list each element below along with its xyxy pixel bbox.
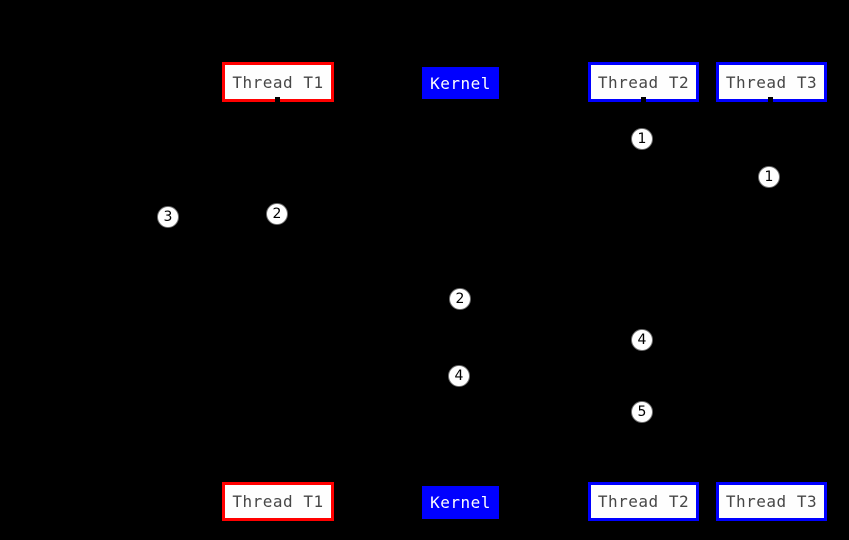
lifeline-thread-t2 bbox=[642, 102, 644, 482]
participant-label: Thread T1 bbox=[232, 72, 324, 92]
participant-thread-t3-bottom: Thread T3 bbox=[716, 482, 827, 521]
participant-label: Kernel bbox=[430, 493, 491, 512]
participant-label: Thread T1 bbox=[232, 492, 324, 511]
lifeline-notch bbox=[275, 97, 280, 104]
lifeline-notch bbox=[275, 477, 280, 484]
lifeline-thread-t1 bbox=[277, 102, 279, 482]
participant-label: Thread T3 bbox=[725, 72, 818, 92]
participant-label: Thread T3 bbox=[725, 492, 818, 511]
lifeline-thread-t3 bbox=[770, 102, 772, 482]
message-number-badge: 2 bbox=[449, 288, 471, 310]
participant-label: Thread T2 bbox=[597, 492, 690, 511]
message-number-badge: 2 bbox=[266, 203, 288, 225]
participant-kernel-bottom: Kernel bbox=[422, 486, 499, 519]
participant-kernel-top: Kernel bbox=[422, 67, 499, 99]
lifeline-notch bbox=[641, 477, 646, 484]
lifeline-notch bbox=[768, 477, 773, 484]
participant-label: Thread T2 bbox=[597, 72, 690, 92]
lifeline-notch bbox=[641, 97, 646, 104]
message-number-badge: 4 bbox=[631, 329, 653, 351]
participant-thread-t1-top: Thread T1 bbox=[222, 62, 334, 102]
participant-thread-t3-top: Thread T3 bbox=[716, 62, 827, 102]
message-number-badge: 3 bbox=[157, 206, 179, 228]
message-number-badge: 4 bbox=[448, 365, 470, 387]
message-number-badge: 5 bbox=[631, 401, 653, 423]
lifeline-notch bbox=[768, 97, 773, 104]
message-number-badge: 1 bbox=[758, 166, 780, 188]
participant-thread-t2-top: Thread T2 bbox=[588, 62, 699, 102]
participant-thread-t1-bottom: Thread T1 bbox=[222, 482, 334, 521]
participant-label: Kernel bbox=[430, 73, 491, 93]
participant-thread-t2-bottom: Thread T2 bbox=[588, 482, 699, 521]
message-number-badge: 1 bbox=[631, 128, 653, 150]
